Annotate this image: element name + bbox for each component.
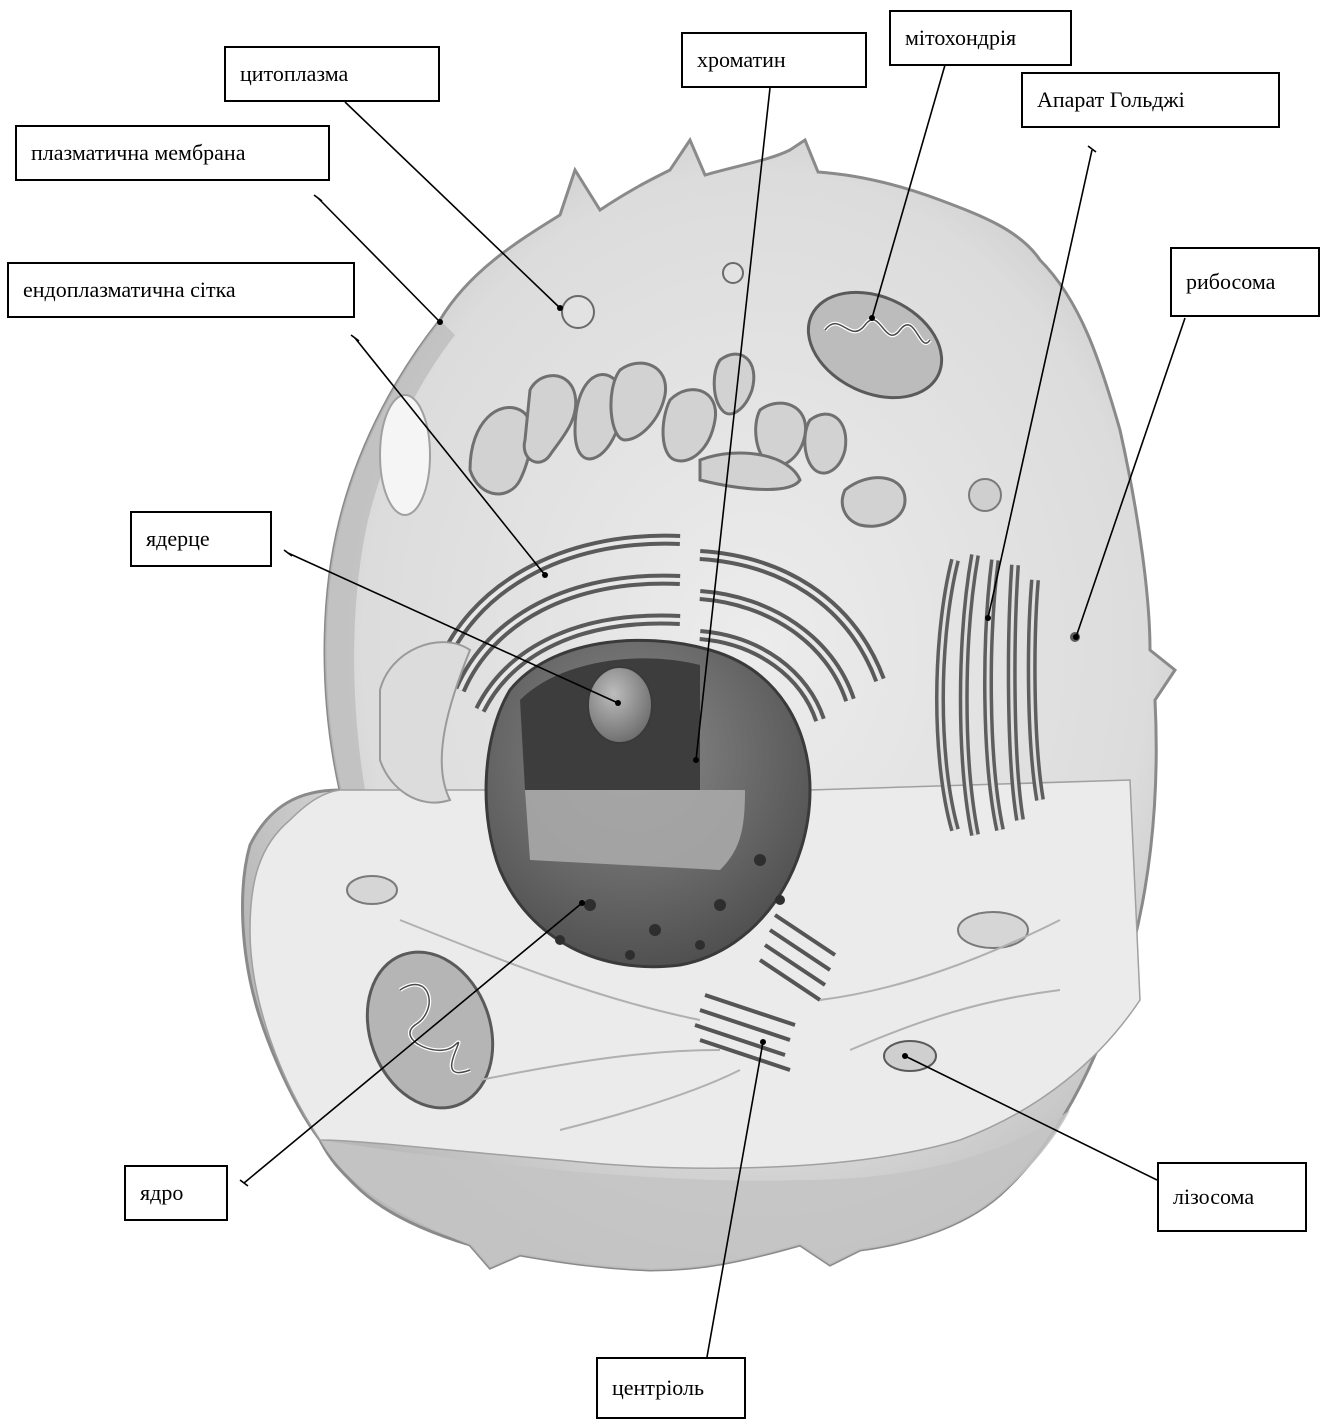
golgi-vesicle: [969, 479, 1001, 511]
label-lysosome-text: лізосома: [1173, 1184, 1254, 1210]
label-er: ендоплазматична сітка: [7, 262, 355, 318]
vacuole-left: [380, 395, 430, 515]
vesicle-shelf-right: [958, 912, 1028, 948]
label-centriole: центріоль: [596, 1357, 746, 1419]
label-ribosome: рибосома: [1170, 247, 1320, 317]
label-er-text: ендоплазматична сітка: [23, 277, 236, 303]
vesicle-cytoplasm: [562, 296, 594, 328]
label-nucleus: ядро: [124, 1165, 228, 1221]
label-cytoplasm-text: цитоплазма: [240, 61, 348, 87]
label-lysosome: лізосома: [1157, 1162, 1307, 1232]
label-mitochondrion: мітохондрія: [889, 10, 1072, 66]
label-centriole-text: центріоль: [612, 1375, 704, 1401]
label-chromatin-text: хроматин: [697, 47, 786, 73]
label-golgi-text: Апарат Гольджі: [1037, 87, 1185, 113]
label-nucleolus: ядерце: [130, 511, 272, 567]
leader-cytoplasm: [345, 102, 560, 308]
label-nucleolus-text: ядерце: [146, 526, 210, 552]
label-chromatin: хроматин: [681, 32, 867, 88]
label-ribosome-text: рибосома: [1186, 269, 1275, 295]
label-cytoplasm: цитоплазма: [224, 46, 440, 102]
label-plasma-membrane: плазматична мембрана: [15, 125, 330, 181]
nucleus-chromatin-section: [525, 790, 745, 870]
label-plasma-membrane-text: плазматична мембрана: [31, 140, 245, 166]
label-mitochondrion-text: мітохондрія: [905, 25, 1016, 51]
label-golgi: Апарат Гольджі: [1021, 72, 1280, 128]
label-nucleus-text: ядро: [140, 1180, 183, 1206]
vesicle-shelf-left: [347, 876, 397, 904]
vesicle-top: [723, 263, 743, 283]
lysosome-body: [884, 1041, 936, 1071]
